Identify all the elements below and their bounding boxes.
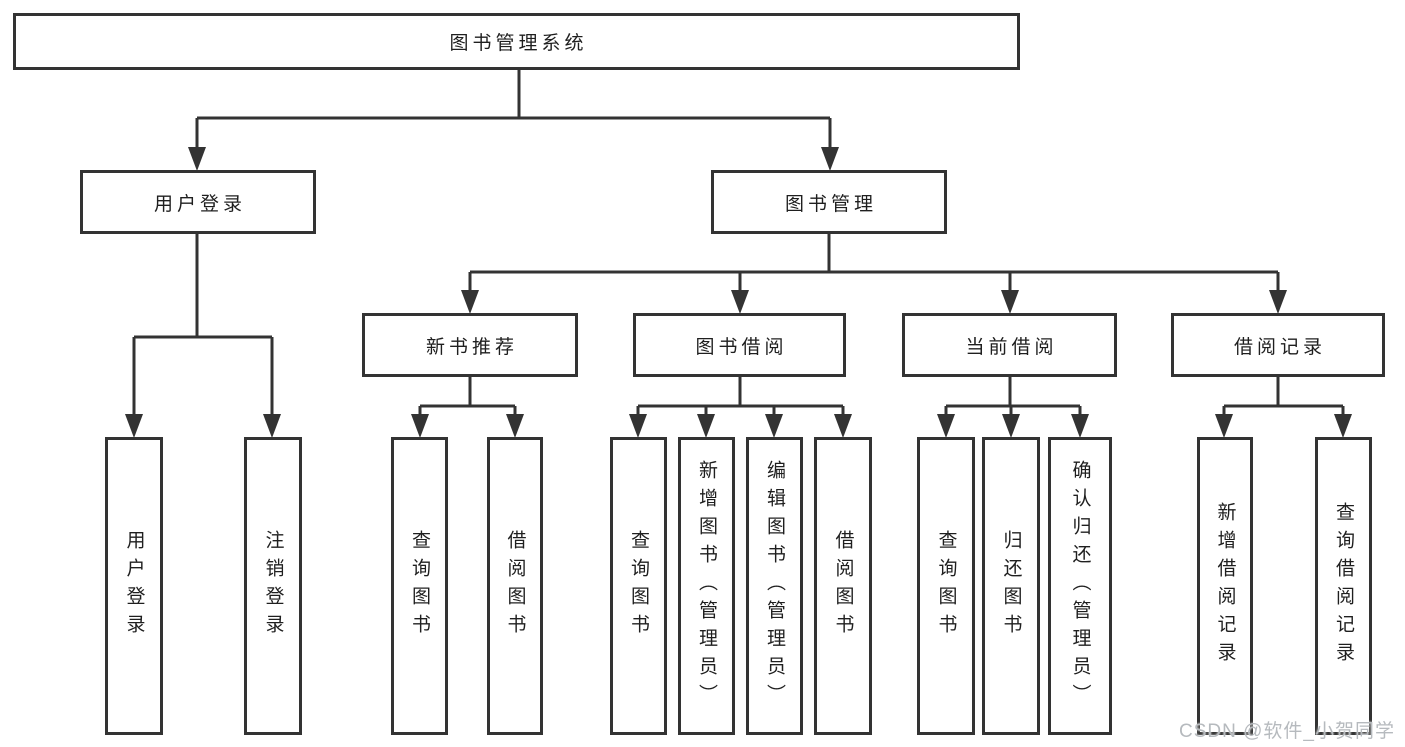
node-leaf-borrow-books-1-label: 借阅图书 [504, 530, 526, 642]
node-leaf-add-borrow-record-label: 新增借阅记录 [1214, 502, 1236, 670]
node-leaf-query-books-3-label: 查询图书 [935, 530, 957, 642]
node-leaf-query-borrow-record: 查询借阅记录 [1315, 437, 1372, 735]
node-new-book-recommendation: 新书推荐 [362, 313, 578, 377]
node-leaf-return-books-label: 归还图书 [1000, 530, 1022, 642]
node-current-borrowing: 当前借阅 [902, 313, 1117, 377]
node-borrowing-records-label: 借阅记录 [1233, 336, 1326, 358]
node-leaf-query-books-2-label: 查询图书 [628, 530, 649, 642]
node-leaf-query-borrow-record-label: 查询借阅记录 [1333, 502, 1354, 670]
node-book-borrowing: 图书借阅 [633, 313, 846, 377]
node-leaf-user-login: 用户登录 [105, 437, 163, 735]
node-leaf-add-books-admin: 新增图书（管理员） [678, 437, 735, 735]
node-leaf-logout: 注销登录 [244, 437, 302, 735]
node-leaf-query-books-1: 查询图书 [391, 437, 448, 735]
node-leaf-add-books-admin-label: 新增图书（管理员） [696, 460, 717, 712]
node-book-management: 图书管理 [711, 170, 947, 234]
watermark-text: CSDN @软件_小贺同学 [1179, 721, 1395, 742]
node-user-login: 用户登录 [80, 170, 316, 234]
node-new-book-recommendation-label: 新书推荐 [425, 336, 518, 358]
node-user-login-label: 用户登录 [153, 193, 246, 215]
node-root-label: 图书管理系统 [449, 33, 588, 54]
node-leaf-borrow-books-2: 借阅图书 [814, 437, 872, 735]
node-leaf-confirm-return-admin: 确认归还（管理员） [1048, 437, 1112, 735]
node-book-borrowing-label: 图书借阅 [695, 336, 788, 358]
node-leaf-logout-label: 注销登录 [262, 530, 284, 642]
node-current-borrowing-label: 当前借阅 [965, 336, 1058, 358]
node-leaf-edit-books-admin-label: 编辑图书（管理员） [764, 460, 785, 712]
node-root: 图书管理系统 [13, 13, 1020, 70]
node-leaf-confirm-return-admin-label: 确认归还（管理员） [1069, 460, 1091, 712]
node-leaf-query-books-2: 查询图书 [610, 437, 667, 735]
node-leaf-edit-books-admin: 编辑图书（管理员） [746, 437, 803, 735]
node-borrowing-records: 借阅记录 [1171, 313, 1385, 377]
node-leaf-borrow-books-2-label: 借阅图书 [832, 530, 854, 642]
node-leaf-add-borrow-record: 新增借阅记录 [1197, 437, 1253, 735]
node-leaf-return-books: 归还图书 [982, 437, 1040, 735]
node-leaf-query-books-3: 查询图书 [917, 437, 975, 735]
node-leaf-query-books-1-label: 查询图书 [409, 530, 430, 642]
node-book-management-label: 图书管理 [784, 193, 877, 215]
node-leaf-borrow-books-1: 借阅图书 [487, 437, 543, 735]
node-leaf-user-login-label: 用户登录 [123, 530, 145, 642]
